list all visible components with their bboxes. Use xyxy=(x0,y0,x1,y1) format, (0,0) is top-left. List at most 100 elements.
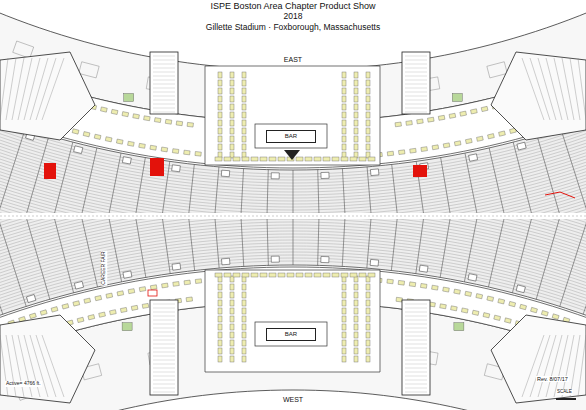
booth xyxy=(366,136,370,142)
corner-ramp xyxy=(0,52,95,140)
booth xyxy=(296,157,303,161)
booth xyxy=(218,284,222,290)
ramp-line xyxy=(522,335,544,397)
booth xyxy=(354,316,358,322)
booth xyxy=(332,273,339,277)
booth xyxy=(454,289,461,294)
booth xyxy=(72,129,79,134)
booth xyxy=(354,292,358,298)
booth xyxy=(552,314,559,320)
seat-row xyxy=(0,258,586,410)
booth xyxy=(342,340,346,346)
booth xyxy=(251,157,258,161)
stair-tread xyxy=(405,320,427,321)
subtitle: Gillette Stadium · Foxborough, Massachus… xyxy=(205,23,381,32)
vomitory xyxy=(469,154,478,161)
booth xyxy=(366,88,370,94)
booth xyxy=(230,324,234,330)
booth xyxy=(230,284,234,290)
booth xyxy=(73,301,80,306)
booth xyxy=(342,316,346,322)
aisle xyxy=(537,136,569,213)
vomitory xyxy=(74,146,83,154)
booth xyxy=(242,72,246,78)
booth xyxy=(287,273,294,277)
ramp-line xyxy=(578,335,586,397)
stair-tread xyxy=(153,100,175,101)
aisle xyxy=(0,128,25,213)
ramp-line xyxy=(546,58,562,120)
aisle xyxy=(44,142,73,213)
green-booth xyxy=(124,94,134,102)
vomitory xyxy=(271,256,279,262)
booth xyxy=(230,104,234,110)
stair-tread xyxy=(153,88,175,89)
booth xyxy=(161,147,168,152)
booth xyxy=(242,316,246,322)
stair-tread xyxy=(153,316,175,317)
stadium-half xyxy=(0,0,586,213)
booth xyxy=(342,72,346,78)
vomitory xyxy=(74,281,83,289)
booth xyxy=(366,308,370,314)
aisle xyxy=(71,219,98,287)
seat-row xyxy=(0,261,586,410)
bar-counter xyxy=(255,322,327,346)
booth xyxy=(218,332,222,338)
booth xyxy=(242,308,246,314)
booth xyxy=(230,72,234,78)
booth xyxy=(218,136,222,142)
booth xyxy=(218,340,222,346)
booth xyxy=(230,88,234,94)
stair-tread xyxy=(153,360,175,361)
aisle xyxy=(293,170,294,213)
aisle xyxy=(44,219,74,293)
concourse xyxy=(0,0,586,168)
room xyxy=(79,62,99,78)
green-booth xyxy=(452,94,462,102)
booth xyxy=(342,80,346,86)
ramp-line xyxy=(12,58,24,120)
booth xyxy=(218,80,222,86)
stair-tread xyxy=(153,96,175,97)
booth xyxy=(120,307,127,312)
booth xyxy=(481,106,488,111)
booth xyxy=(366,284,370,290)
booth xyxy=(366,292,370,298)
booth xyxy=(242,340,246,346)
booth xyxy=(116,139,123,144)
aisle xyxy=(488,219,515,287)
booth xyxy=(396,297,402,302)
booth xyxy=(323,157,330,161)
stair-tread xyxy=(405,100,427,101)
booth xyxy=(218,112,222,118)
booth xyxy=(186,297,192,302)
booth xyxy=(342,284,346,290)
booth xyxy=(77,317,84,322)
booth xyxy=(354,136,358,142)
stair-tread xyxy=(405,324,427,325)
booth xyxy=(451,306,458,311)
booth xyxy=(354,356,358,362)
ramp-line xyxy=(554,58,568,120)
booth xyxy=(230,340,234,346)
booth xyxy=(242,292,246,298)
seat-row xyxy=(0,243,586,401)
booth xyxy=(477,136,484,141)
booth xyxy=(230,332,234,338)
booth xyxy=(230,316,234,322)
stair-tread xyxy=(153,352,175,353)
booth xyxy=(341,157,348,161)
stair-tread xyxy=(405,64,427,65)
aisle xyxy=(513,142,542,213)
seat-row xyxy=(0,22,586,177)
booth xyxy=(342,144,346,150)
booth xyxy=(461,308,468,313)
booth xyxy=(242,144,246,150)
booth xyxy=(172,149,178,154)
aisle xyxy=(440,219,460,277)
ramp-line xyxy=(570,58,580,120)
booth xyxy=(242,300,246,306)
seat-row xyxy=(0,246,586,403)
